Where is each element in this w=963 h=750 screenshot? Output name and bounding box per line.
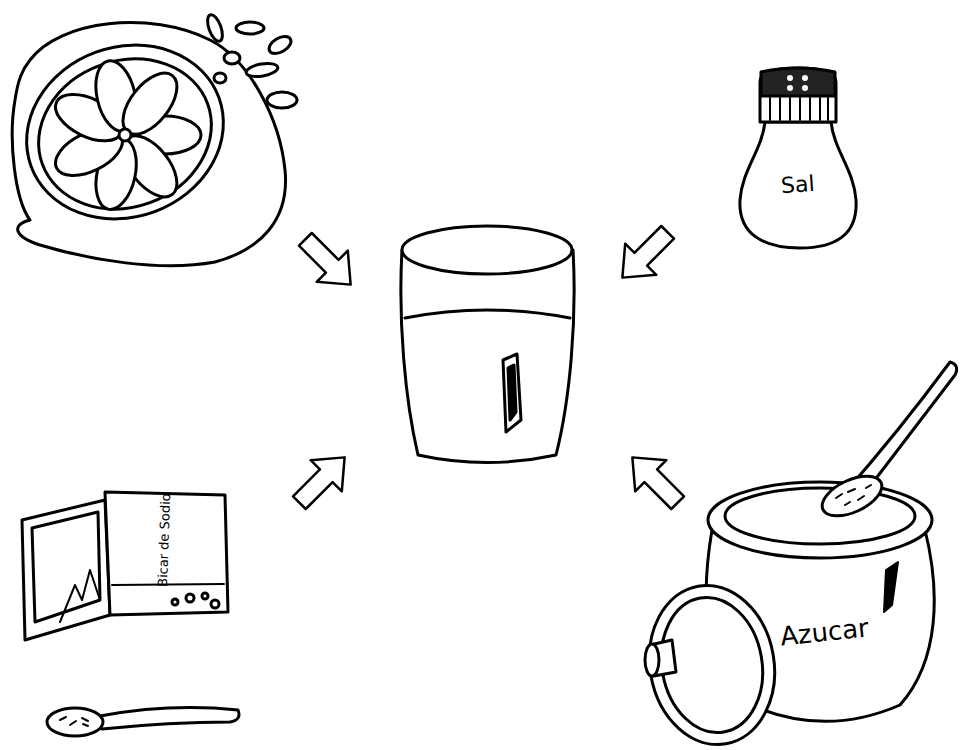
sugar-label: Azucar — [778, 613, 869, 651]
baking-soda-box — [22, 492, 228, 640]
hollow-arrows — [284, 217, 693, 518]
spoon — [47, 708, 239, 736]
box-label: Bicar de Sodio — [156, 493, 174, 587]
sugar-bowl — [637, 362, 957, 750]
lemon-drawing — [2, 13, 297, 266]
salt-shaker — [740, 68, 856, 248]
salt-label: Sal — [780, 172, 815, 198]
water-glass — [401, 226, 574, 463]
